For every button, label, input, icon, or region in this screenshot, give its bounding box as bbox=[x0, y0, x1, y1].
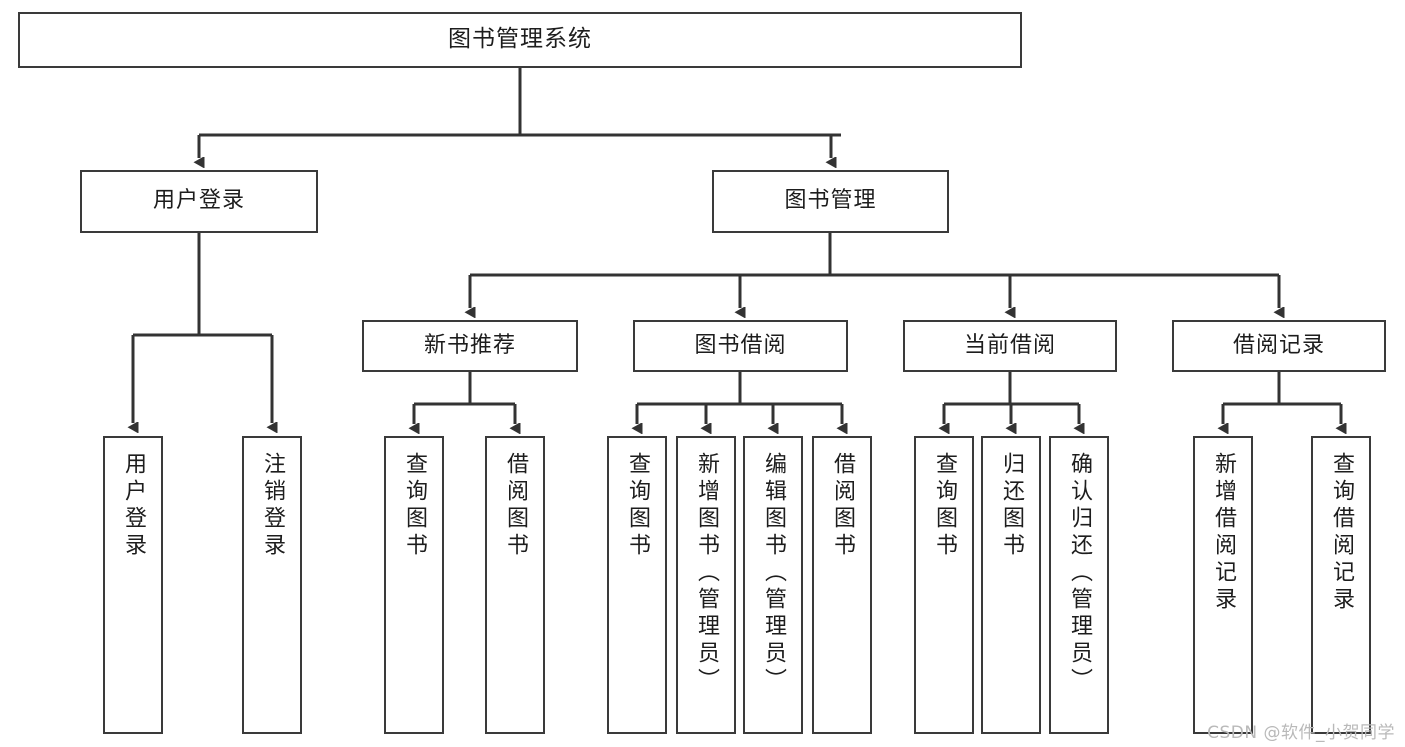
node-label: 借阅图书 bbox=[830, 452, 855, 560]
leaf-borrow-book-recommend[interactable]: 借阅图书 bbox=[485, 436, 545, 734]
node-label: 当前借阅 bbox=[963, 332, 1056, 358]
node-label: 注销登录 bbox=[260, 452, 285, 560]
node-label: 新增借阅记录 bbox=[1211, 452, 1236, 614]
leaf-search-book-current[interactable]: 查询图书 bbox=[914, 436, 974, 734]
node-label: 归还图书 bbox=[999, 452, 1024, 560]
node-new-book-recommendation[interactable]: 新书推荐 bbox=[362, 320, 578, 372]
leaf-add-book-admin[interactable]: 新增图书（管理员） bbox=[676, 436, 736, 734]
node-label: 图书管理 bbox=[784, 188, 877, 214]
node-label: 借阅记录 bbox=[1232, 332, 1325, 358]
leaf-search-book-recommend[interactable]: 查询图书 bbox=[384, 436, 444, 734]
leaf-logout[interactable]: 注销登录 bbox=[242, 436, 302, 734]
node-label: 查询图书 bbox=[625, 452, 650, 560]
leaf-edit-book-admin[interactable]: 编辑图书（管理员） bbox=[743, 436, 803, 734]
leaf-confirm-return-admin[interactable]: 确认归还（管理员） bbox=[1049, 436, 1109, 734]
node-user-login[interactable]: 用户登录 bbox=[80, 170, 318, 233]
node-root-book-management-system[interactable]: 图书管理系统 bbox=[18, 12, 1022, 68]
node-book-management[interactable]: 图书管理 bbox=[712, 170, 949, 233]
node-label: 查询图书 bbox=[402, 452, 427, 560]
node-label: 查询借阅记录 bbox=[1329, 452, 1354, 614]
leaf-return-book[interactable]: 归还图书 bbox=[981, 436, 1041, 734]
leaf-borrow-book[interactable]: 借阅图书 bbox=[812, 436, 872, 734]
node-label: 查询图书 bbox=[932, 452, 957, 560]
node-label: 编辑图书（管理员） bbox=[761, 452, 786, 695]
node-label: 借阅图书 bbox=[503, 452, 528, 560]
node-label: 图书借阅 bbox=[694, 332, 787, 358]
leaf-add-borrow-record[interactable]: 新增借阅记录 bbox=[1193, 436, 1253, 734]
node-label: 用户登录 bbox=[152, 188, 245, 214]
node-label: 图书管理系统 bbox=[448, 26, 592, 53]
node-label: 新增图书（管理员） bbox=[694, 452, 719, 695]
node-label: 新书推荐 bbox=[423, 332, 516, 358]
leaf-user-login[interactable]: 用户登录 bbox=[103, 436, 163, 734]
csdn-watermark: CSDN @软件_小贺同学 bbox=[1207, 723, 1395, 743]
node-borrowing-records[interactable]: 借阅记录 bbox=[1172, 320, 1386, 372]
leaf-search-borrow-record[interactable]: 查询借阅记录 bbox=[1311, 436, 1371, 734]
leaf-search-book-borrow[interactable]: 查询图书 bbox=[607, 436, 667, 734]
node-book-borrowing[interactable]: 图书借阅 bbox=[633, 320, 848, 372]
node-label: 确认归还（管理员） bbox=[1067, 452, 1092, 695]
node-label: 用户登录 bbox=[121, 452, 146, 560]
node-current-borrowing[interactable]: 当前借阅 bbox=[903, 320, 1117, 372]
